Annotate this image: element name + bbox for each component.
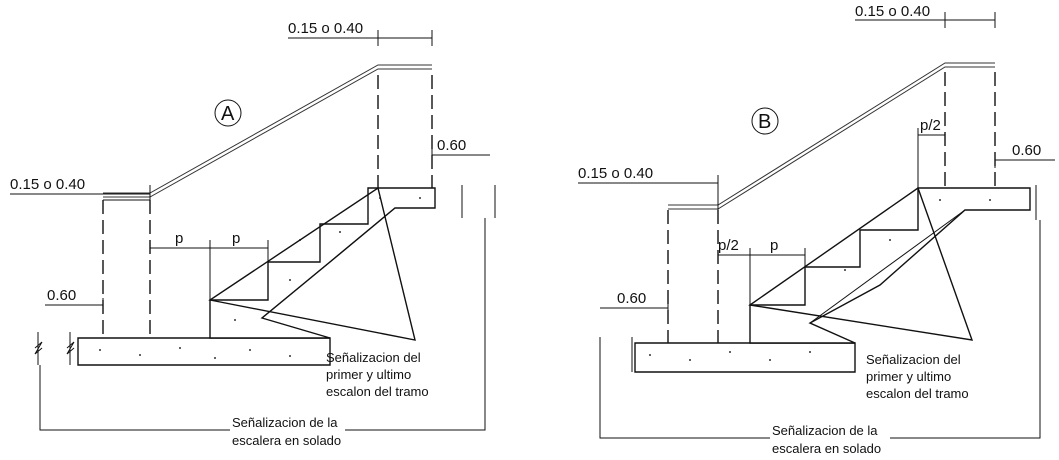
break-mark-right-a xyxy=(461,185,496,218)
dim-bottom-landing-b xyxy=(578,175,719,212)
diagonal-b xyxy=(809,209,966,324)
floor-slab-a xyxy=(77,337,331,366)
note-floor-line1-a: Señalizacion de la xyxy=(232,415,338,430)
note-steps-line2-b: primer y ultimo xyxy=(866,369,951,384)
stair-body-b xyxy=(749,187,1031,344)
dim-left-platform-label-a: 0.60 xyxy=(47,287,76,304)
note-steps-line1-a: Señalizacion del xyxy=(326,350,421,365)
dim-left-platform-a xyxy=(45,298,104,312)
diagram-b: B 0.15 o 0.40 0.15 o 0.40 0.60 0.60 p/2 … xyxy=(578,3,1055,456)
dim-tread-1-label-b: p/2 xyxy=(718,237,739,254)
concrete-texture-b xyxy=(649,199,991,361)
dim-bottom-landing-label-b: 0.15 o 0.40 xyxy=(578,165,653,182)
handrail-inner-b xyxy=(668,66,995,210)
dim-tread-1-a xyxy=(150,240,211,300)
handrail-inner-a xyxy=(103,68,432,198)
diagram-a: A 0.15 o 0.40 0.15 o 0.40 0.60 0.60 p p … xyxy=(10,20,496,448)
note-steps-line3-a: escalon del tramo xyxy=(326,384,429,399)
circle-label-b: B xyxy=(758,111,771,133)
dim-tread-top-b xyxy=(917,128,945,188)
dim-tread-top-label-b: p/2 xyxy=(920,117,941,134)
dim-right-platform-a xyxy=(431,148,490,162)
dim-tread-1-label-a: p xyxy=(175,230,183,247)
dim-bottom-landing-label-a: 0.15 o 0.40 xyxy=(10,176,85,193)
dim-top-landing-label-a: 0.15 o 0.40 xyxy=(288,20,363,37)
note-steps-line1-b: Señalizacion del xyxy=(866,352,961,367)
handrail-b xyxy=(668,62,995,206)
circle-label-b-ring xyxy=(751,107,779,135)
handrail-a xyxy=(103,64,432,194)
dim-tread-2-label-b: p xyxy=(770,237,778,254)
break-mark-left-a xyxy=(34,332,75,365)
dim-top-landing-b xyxy=(855,12,996,28)
floor-signage-bracket-a xyxy=(39,218,486,431)
note-floor-line2-b: escalera en solado xyxy=(772,441,881,456)
note-floor-line2-a: escalera en solado xyxy=(232,433,341,448)
circle-label-a-ring xyxy=(214,99,242,127)
stair-body-a xyxy=(209,187,436,339)
break-mark-left-b xyxy=(599,337,633,372)
note-steps-line2-a: primer y ultimo xyxy=(326,367,411,382)
dim-right-platform-label-b: 0.60 xyxy=(1012,142,1041,159)
dim-tread-2-a xyxy=(210,240,269,262)
signal-triangle-b xyxy=(748,186,974,341)
dim-top-landing-a xyxy=(288,30,433,46)
circle-label-a: A xyxy=(221,103,235,125)
dim-left-platform-b xyxy=(600,300,669,316)
dim-right-platform-label-a: 0.60 xyxy=(437,137,466,154)
floor-slab-b xyxy=(634,342,856,373)
dim-tread-2-b xyxy=(750,248,806,267)
dim-bottom-landing-a xyxy=(10,185,151,200)
signal-triangle-a xyxy=(208,186,416,341)
dim-tread-1-b xyxy=(718,248,751,305)
dim-top-landing-label-b: 0.15 o 0.40 xyxy=(855,3,930,20)
floor-signage-bracket-b xyxy=(599,220,1041,439)
note-steps-line3-b: escalon del tramo xyxy=(866,386,969,401)
dim-tread-2-label-a: p xyxy=(232,230,240,247)
dim-left-platform-label-b: 0.60 xyxy=(617,290,646,307)
diagonal-a xyxy=(261,207,396,319)
note-floor-line1-b: Señalizacion de la xyxy=(772,423,878,438)
dim-right-platform-b xyxy=(994,152,1055,168)
